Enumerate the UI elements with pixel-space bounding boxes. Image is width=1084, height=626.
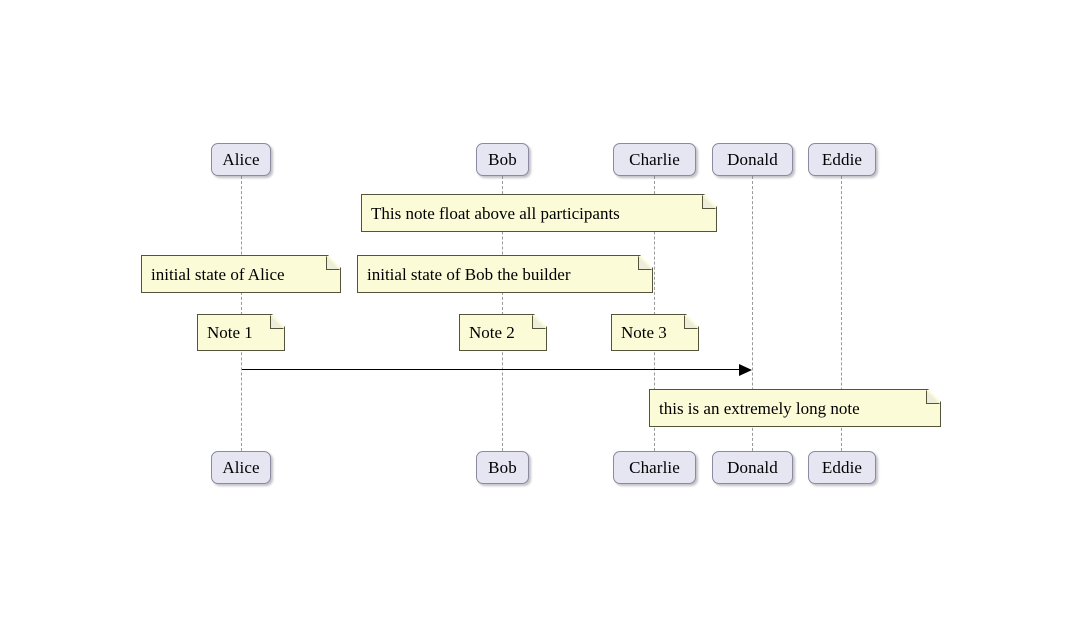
participant-label: Bob [488, 458, 517, 477]
note-floating[interactable]: This note float above all participants [361, 194, 717, 232]
participant-label: Alice [222, 150, 260, 169]
participant-bottom-alice[interactable]: Alice [211, 451, 271, 484]
note-fold-corner-icon [326, 256, 340, 270]
participant-top-donald[interactable]: Donald [712, 143, 793, 176]
participant-label: Charlie [629, 458, 680, 477]
note-text: initial state of Bob the builder [367, 264, 571, 284]
participant-label: Charlie [629, 150, 680, 169]
lifeline-bob [502, 176, 503, 451]
note-long[interactable]: this is an extremely long note [649, 389, 941, 427]
message-alice-to-donald-arrowhead [739, 364, 752, 376]
note-fold-corner-icon [702, 195, 716, 209]
participant-label: Donald [727, 458, 778, 477]
participant-label: Eddie [821, 458, 863, 477]
note-initial-alice[interactable]: initial state of Alice [141, 255, 341, 293]
participant-label: Bob [488, 150, 517, 169]
note-3[interactable]: Note 3 [611, 314, 699, 351]
lifeline-donald [752, 176, 753, 451]
participant-bottom-donald[interactable]: Donald [712, 451, 793, 484]
note-text: Note 3 [621, 323, 667, 342]
participant-top-alice[interactable]: Alice [211, 143, 271, 176]
participant-bottom-bob[interactable]: Bob [476, 451, 529, 484]
participant-top-eddie[interactable]: Eddie [808, 143, 876, 176]
note-fold-corner-icon [638, 256, 652, 270]
note-1[interactable]: Note 1 [197, 314, 285, 351]
note-fold-corner-icon [532, 315, 546, 329]
note-text: this is an extremely long note [659, 398, 860, 418]
participant-label: Donald [727, 150, 778, 169]
note-text: This note float above all participants [371, 203, 620, 223]
participant-label: Eddie [821, 150, 863, 169]
participant-bottom-charlie[interactable]: Charlie [613, 451, 696, 484]
participant-top-bob[interactable]: Bob [476, 143, 529, 176]
participant-top-charlie[interactable]: Charlie [613, 143, 696, 176]
participant-bottom-eddie[interactable]: Eddie [808, 451, 876, 484]
note-text: Note 2 [469, 323, 515, 342]
note-text: initial state of Alice [151, 264, 285, 284]
note-initial-bob[interactable]: initial state of Bob the builder [357, 255, 653, 293]
note-fold-corner-icon [270, 315, 284, 329]
note-text: Note 1 [207, 323, 253, 342]
participant-label: Alice [222, 458, 260, 477]
note-fold-corner-icon [684, 315, 698, 329]
lifeline-eddie [841, 176, 842, 451]
message-alice-to-donald-line [242, 369, 741, 370]
note-fold-corner-icon [926, 390, 940, 404]
lifeline-alice [241, 176, 242, 451]
lifeline-charlie [654, 176, 655, 451]
note-2[interactable]: Note 2 [459, 314, 547, 351]
